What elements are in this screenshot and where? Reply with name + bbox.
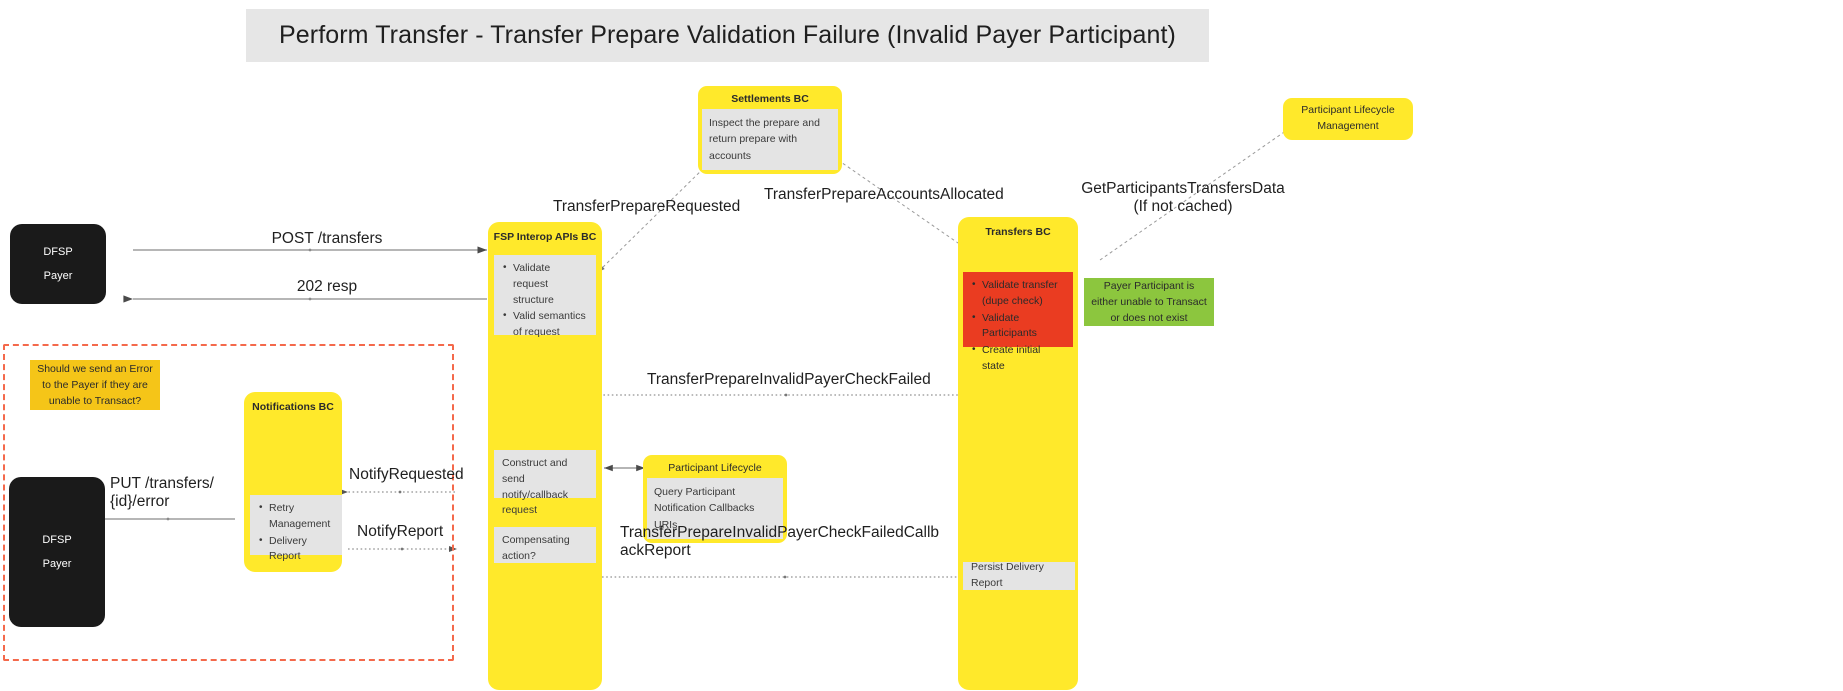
actor-dfsp-payer-bottom[interactable]: DFSP Payer	[9, 477, 105, 627]
actor-label-line2: Payer	[42, 558, 72, 570]
lifeline-title-fsp-interop: FSP Interop APIs BC	[493, 231, 597, 243]
lifeline-title-transfers: Transfers BC	[985, 226, 1051, 238]
label-get-participants-transfers-data: GetParticipantsTransfersData (If not cac…	[1081, 180, 1285, 215]
label-post-transfers: POST /transfers	[271, 230, 383, 247]
note-body-settlements: Inspect the prepare and return prepare w…	[702, 109, 838, 170]
label-invalid-payer-check-failed: TransferPrepareInvalidPayerCheckFailed	[647, 371, 931, 388]
transfers-validate-item: Validate transfer (dupe check)	[971, 277, 1065, 310]
fsp-validate-item: Validate request structure	[502, 260, 588, 308]
arrow-invalid-payer-callback-report	[602, 574, 968, 580]
panel-transfers-validate-list: Validate transfer (dupe check) Validate …	[963, 272, 1073, 372]
note-participant-lifecycle[interactable]: Participant Lifecycle Query Participant …	[643, 455, 787, 543]
notifications-item: Retry Management	[258, 500, 334, 533]
transfers-validate-item: Validate Participants	[971, 310, 1065, 343]
label-transfer-prepare-requested: TransferPrepareRequested	[553, 198, 741, 215]
note-title-participant-lifecycle: Participant Lifecycle	[668, 462, 762, 474]
notifications-item: Delivery Report	[258, 533, 334, 566]
arrow-transfer-prepare-requested	[597, 159, 713, 273]
arrow-post-transfers	[133, 246, 487, 254]
arrow-202-resp	[123, 295, 487, 303]
label-notify-requested: NotifyRequested	[349, 466, 464, 483]
note-participant-lifecycle-management[interactable]: Participant Lifecycle Management	[1283, 98, 1413, 140]
label-transfer-prepare-accounts-allocated: TransferPrepareAccountsAllocated	[764, 186, 1004, 203]
page-title: Perform Transfer - Transfer Prepare Vali…	[279, 21, 1176, 49]
note-should-send-error: Should we send an Error to the Payer if …	[30, 360, 160, 410]
actor-label-line1: DFSP	[43, 245, 73, 258]
note-payer-participant-unable: Payer Participant is either unable to Tr…	[1084, 278, 1214, 326]
label-put-transfers-error: PUT /transfers/ {id}/error	[110, 475, 214, 510]
panel-notifications-list: Retry Management Delivery Report	[250, 495, 342, 562]
actor-dfsp-payer-top[interactable]: DFSP Payer	[10, 224, 106, 304]
note-settlements-bc[interactable]: Settlements BC Inspect the prepare and r…	[698, 86, 842, 174]
panel-compensating-action: Compensating action?	[494, 527, 596, 563]
label-202-resp: 202 resp	[296, 278, 358, 295]
lifeline-title-notifications: Notifications BC	[252, 401, 334, 413]
transfers-validate-item: Create initial state	[971, 342, 1065, 375]
panel-construct-notify-callback: Construct and send notify/callback reque…	[494, 450, 596, 516]
label-notify-report: NotifyReport	[357, 523, 444, 540]
arrow-invalid-payer-check-failed	[592, 392, 962, 398]
note-body-participant-lifecycle: Query Participant Notification Callbacks…	[647, 478, 783, 539]
actor-label-line2: Payer	[43, 270, 73, 282]
panel-fsp-validate-list: Validate request structure Valid semanti…	[494, 255, 596, 338]
error-scenario-frame	[3, 344, 454, 661]
fsp-validate-item: Valid semantics of request	[502, 308, 588, 341]
actor-label-line1: DFSP	[42, 533, 72, 546]
panel-persist-delivery-report: Persist Delivery Report	[963, 561, 1075, 590]
label-invalid-payer-callback-report: TransferPrepareInvalidPayerCheckFailedCa…	[620, 524, 940, 559]
diagram-title-banner: Perform Transfer - Transfer Prepare Vali…	[246, 9, 1209, 62]
note-title-settlements: Settlements BC	[731, 93, 809, 105]
